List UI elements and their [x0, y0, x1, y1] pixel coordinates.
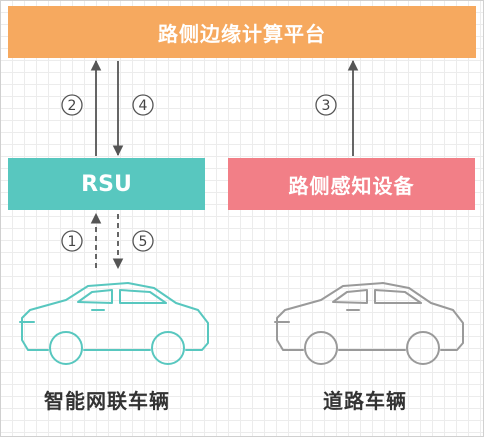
- step-4-badge: 4: [132, 94, 154, 116]
- step-2-number: 2: [68, 98, 77, 114]
- step-2-badge: 2: [61, 94, 83, 116]
- step-3-number: 3: [322, 98, 331, 114]
- road-vehicle-caption: 道路车辆: [323, 389, 407, 413]
- step-1-badge: 1: [61, 230, 83, 252]
- edge-computing-platform-box: 路侧边缘计算平台: [8, 6, 476, 58]
- rsu-label: RSU: [81, 171, 132, 197]
- step-5-badge: 5: [132, 230, 154, 252]
- step-4-number: 4: [139, 98, 148, 114]
- step-3-badge: 3: [315, 94, 337, 116]
- edge-computing-platform-label: 路侧边缘计算平台: [158, 21, 326, 46]
- step-1-number: 1: [68, 234, 77, 250]
- roadside-sensor-box: 路侧感知设备: [228, 158, 475, 210]
- road-car-icon: [274, 282, 464, 365]
- connected-car-icon: [19, 282, 209, 365]
- connected-vehicle-caption: 智能网联车辆: [44, 389, 170, 413]
- rsu-box: RSU: [8, 158, 205, 210]
- roadside-sensor-label: 路侧感知设备: [288, 173, 415, 198]
- step-5-number: 5: [139, 234, 148, 250]
